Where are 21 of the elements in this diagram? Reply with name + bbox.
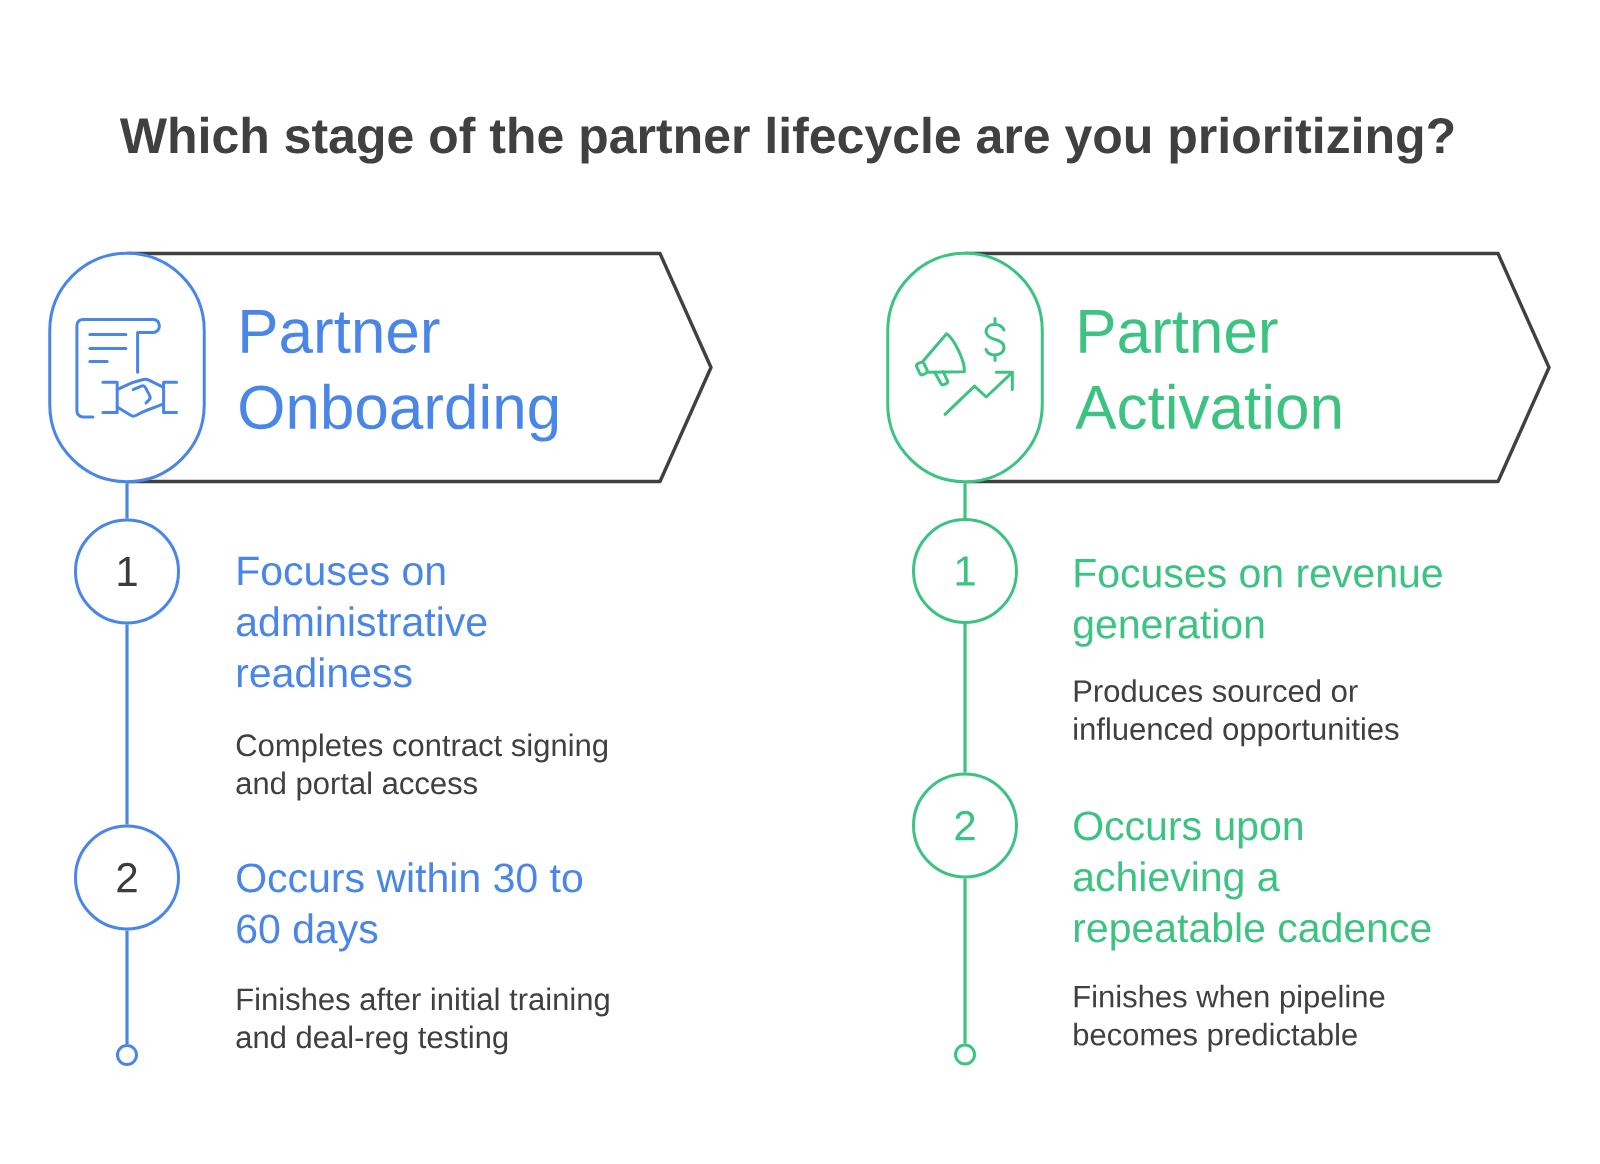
step-description: Produces sourced or influenced opportunities — [1074, 679, 1399, 747]
end-dot — [954, 1043, 976, 1066]
connector-line — [963, 483, 967, 518]
step-heading: Occurs within 30 to 60 days — [237, 862, 583, 952]
step-heading: Focuses on revenue generation — [1073, 559, 1442, 647]
step-heading: Focuses on administrative readiness — [236, 556, 487, 688]
chevron-banner: Partner Onboarding — [127, 251, 713, 484]
connector-line — [125, 483, 129, 519]
icon-frame — [886, 251, 1044, 484]
connector-line — [125, 930, 129, 1044]
chevron-banner: Partner Activation — [965, 251, 1551, 484]
step-heading: Occurs upon achieving a repeatable cadence — [1073, 811, 1431, 951]
step-description: Finishes when pipeline becomes predictable — [1074, 984, 1385, 1052]
connector-line — [963, 878, 967, 1044]
connector-line — [125, 624, 129, 825]
icon-frame — [48, 251, 206, 484]
title: Which stage of the partner lifecycle are you prioritizing? — [119, 116, 1454, 164]
end-dot — [116, 1044, 138, 1066]
step-description: Completes contract signing and portal access — [236, 733, 608, 801]
step-description: Finishes after initial training and deal-reg testing — [236, 987, 609, 1055]
connector-line — [963, 624, 967, 773]
